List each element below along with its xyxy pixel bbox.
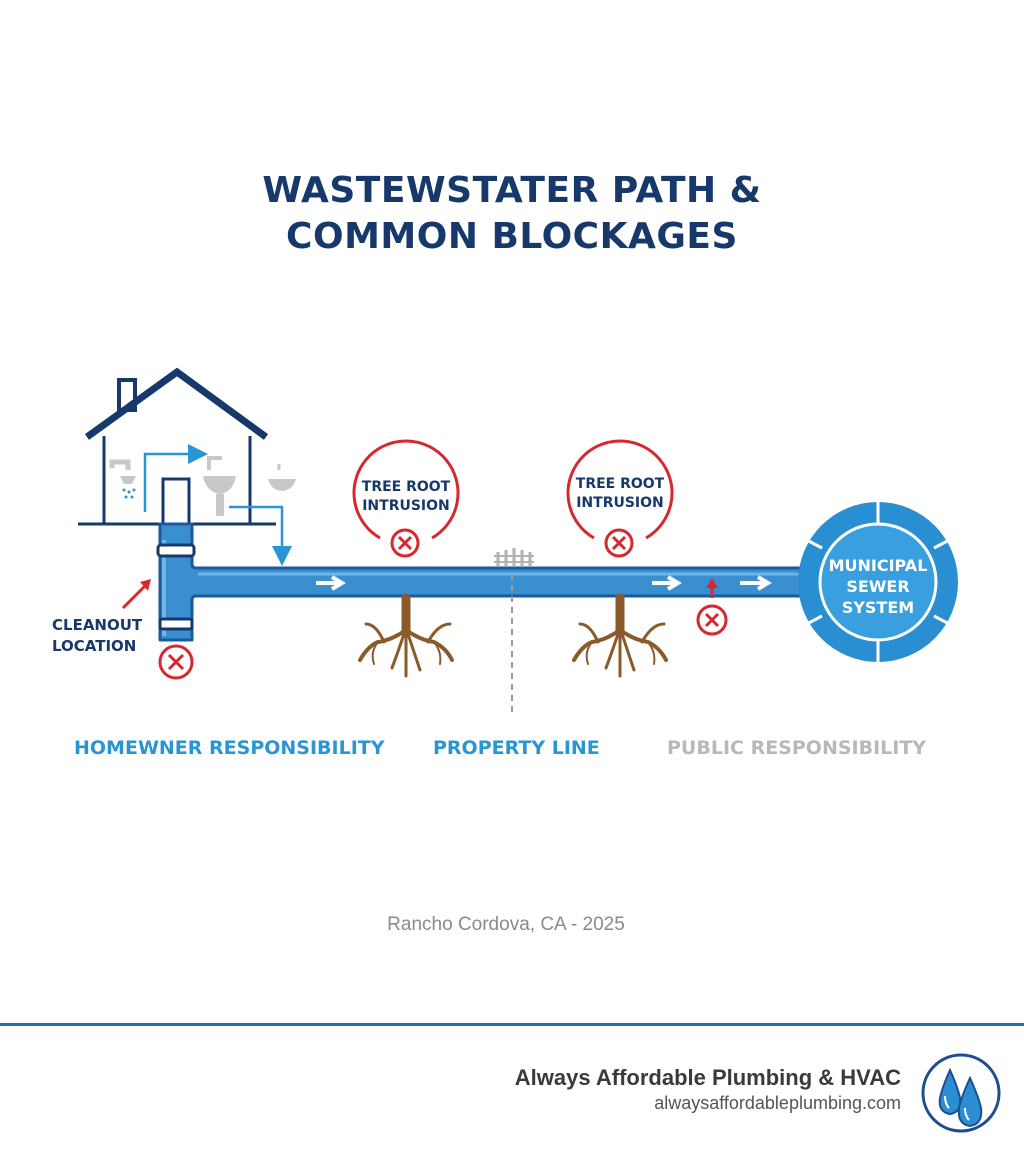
fence-icon [494,548,534,566]
company-name: Always Affordable Plumbing & HVAC [514,1065,901,1090]
page-title: WASTEWSTATER PATH & COMMON BLOCKAGES [0,168,1024,260]
root-intrusion-label-2-line-2: INTRUSION [576,495,664,511]
root-intrusion-callout-2 [566,439,674,558]
municipal-sewer-label: MUNICIPAL SEWER SYSTEM [812,555,944,618]
title-line-1: WASTEWSTATER PATH & [262,170,762,211]
flow-arrows [316,575,772,591]
sewer-label-line-3: SYSTEM [841,598,915,617]
sink-icon [203,456,236,516]
cleanout-arrow [121,579,151,610]
water-drops-logo-icon [921,1053,1001,1133]
root-intrusion-label-1: TREE ROOT INTRUSION [346,478,466,516]
cleanout-location-label: CLEANOUT LOCATION [52,615,142,657]
cleanout-label-line-1: CLEANOUT [52,616,143,634]
root-intrusion-label-2-line-1: TREE ROOT [575,476,665,492]
location-caption: Rancho Cordova, CA - 2025 [387,914,625,935]
footer-divider [0,1023,1024,1026]
sewer-label-line-2: SEWER [846,577,910,596]
public-blockage-marker [696,578,728,636]
root-intrusion-callout-1 [352,439,460,558]
blockage-x-icon [158,644,194,680]
house-icon [78,367,276,526]
shower-icon [109,459,136,499]
tree-roots-icon [572,593,668,678]
root-intrusion-label-1-line-2: INTRUSION [362,498,450,514]
footer-brand: Always Affordable Plumbing & HVAC always… [515,1065,901,1114]
homeowner-responsibility-label: HOMEWNER RESPONSIBILITY [74,737,385,759]
root-intrusion-label-2: TREE ROOT INTRUSION [560,475,680,513]
property-line-label: PROPERTY LINE [433,737,600,759]
sewer-label-line-1: MUNICIPAL [828,556,928,575]
municipal-sewer-disk [798,502,958,662]
company-url: alwaysaffordableplumbing.com [654,1093,901,1113]
small-sink-icon [268,464,296,491]
wastewater-diagram [78,367,958,716]
internal-flow-lines [143,444,292,566]
title-line-2: COMMON BLOCKAGES [286,216,738,257]
tree-roots-icon [358,593,454,678]
cleanout-label-line-2: LOCATION [52,637,137,655]
public-responsibility-label: PUBLIC RESPONSIBILITY [667,737,927,759]
root-intrusion-label-1-line-1: TREE ROOT [361,479,451,495]
